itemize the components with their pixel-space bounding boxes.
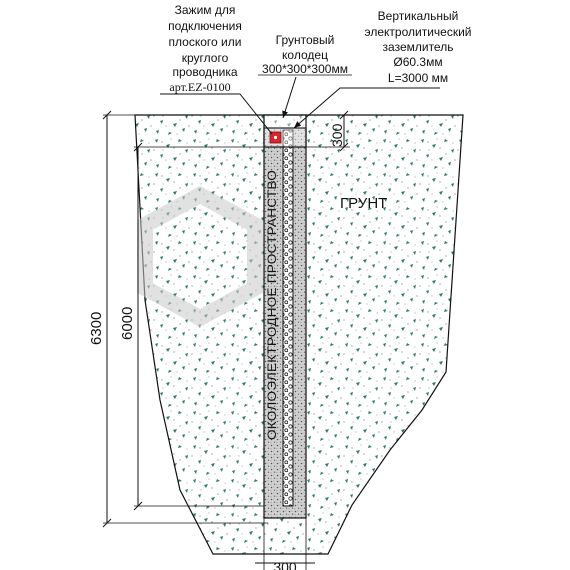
clamp-article: арт.EZ-0100 [169, 80, 230, 94]
electrode-diameter: Ø60.3мм [393, 55, 442, 69]
clamp-label-line-2: подключения [168, 19, 242, 33]
electrode-rod [282, 129, 294, 507]
clamp-label-line-3: плоского или [169, 35, 242, 49]
dimension-total-depth: 6300 [88, 312, 105, 345]
well-leader [282, 76, 297, 119]
electrode-label-line-2: электролитический [365, 25, 472, 39]
clamp-label-line-5: проводника [172, 65, 237, 79]
dimension-well-width: 300 [273, 559, 297, 570]
soil-label: ГРУНТ [340, 195, 387, 212]
clamp-leader [160, 93, 273, 135]
near-electrode-space-label: ОКОЛОЭЛЕКТРОДНОЕ ПРОСТРАНСТВО [267, 170, 279, 440]
dimension-trench-depth: 6000 [119, 307, 136, 340]
watermark-logo [137, 185, 263, 328]
well-size: 300*300*300мм [262, 62, 348, 76]
clamp-label-line-1: Зажим для [175, 3, 236, 17]
electrode-label-line-1: Вертикальный [378, 9, 459, 23]
dimension-well-depth: 300 [329, 123, 345, 147]
well-label-line-2: колодец [282, 48, 328, 62]
electrode-length: L=3000 мм [388, 71, 448, 85]
clamp-label-line-4: круглого [182, 51, 229, 65]
well-label-line-1: Грунтовый [276, 33, 335, 47]
electrode-label-line-3: заземлитель [383, 40, 454, 54]
